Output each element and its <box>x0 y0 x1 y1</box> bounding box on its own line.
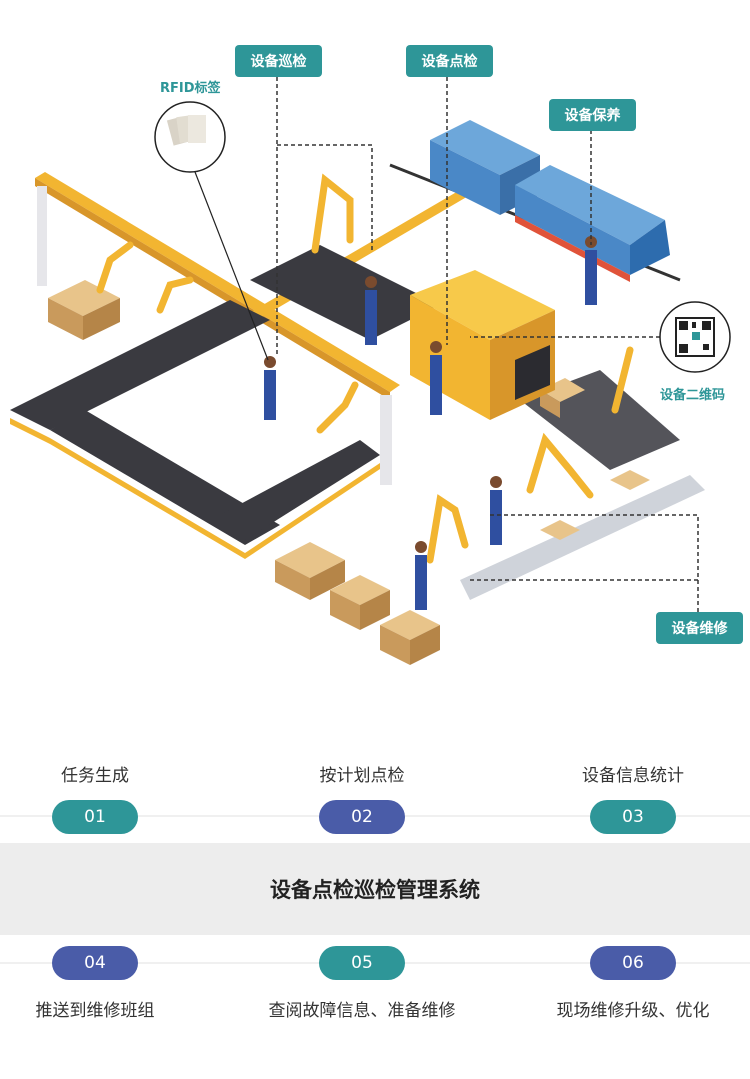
callout-spot-check: 设备点检 <box>406 45 493 77</box>
step-badge-5: 05 <box>319 946 405 980</box>
step-label-6: 现场维修升级、优化 <box>556 1001 710 1021</box>
conveyor-belts <box>10 245 705 600</box>
step-badge-1: 01 <box>52 800 138 834</box>
step-label-5: 查阅故障信息、准备维修 <box>268 1001 456 1021</box>
step-label-4: 推送到维修班组 <box>35 1001 155 1021</box>
callout-maintenance: 设备保养 <box>549 99 636 131</box>
step-label-2: 按计划点检 <box>319 766 405 786</box>
rfid-cards-icon <box>154 101 226 173</box>
step-label-1: 任务生成 <box>61 766 129 786</box>
robot-arms <box>96 173 634 564</box>
step-badge-4: 04 <box>52 946 138 980</box>
conveyor-rails <box>10 418 380 559</box>
qr-code-icon <box>659 301 731 373</box>
step-badge-3: 03 <box>590 800 676 834</box>
callout-leaders <box>276 77 699 612</box>
callout-rfid: RFID标签 <box>160 81 221 96</box>
factory-illustration <box>10 77 731 665</box>
workers <box>264 236 597 610</box>
callout-repair: 设备维修 <box>656 612 743 644</box>
cargo-boxes <box>48 280 650 665</box>
step-badge-6: 06 <box>590 946 676 980</box>
system-title: 设备点检巡检管理系统 <box>0 843 750 935</box>
rfid-leader <box>194 171 269 361</box>
callout-qr: 设备二维码 <box>660 388 726 403</box>
step-badge-2: 02 <box>319 800 405 834</box>
callout-patrol: 设备巡检 <box>235 45 322 77</box>
step-label-3: 设备信息统计 <box>582 766 684 786</box>
train <box>389 120 681 282</box>
